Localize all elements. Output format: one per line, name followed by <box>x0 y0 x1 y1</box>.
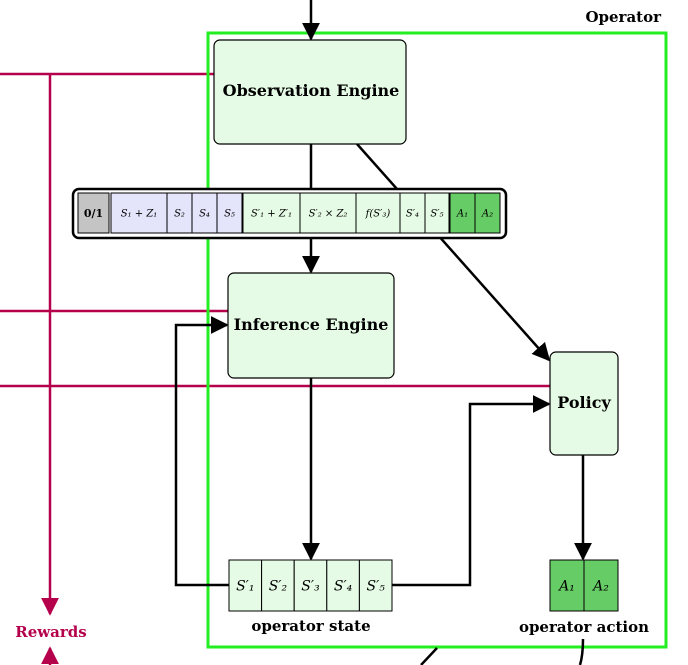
obs-cell-b3: f(S′₃) <box>355 192 401 234</box>
operator-state-label: operator state <box>251 617 370 635</box>
obs-cell-a4: S₅ <box>216 192 243 234</box>
operator-label: Operator <box>585 8 662 26</box>
state-cell-4: S′₄ <box>326 559 360 612</box>
rewards-label: Rewards <box>15 623 86 641</box>
policy-node: Policy <box>549 351 619 456</box>
obs-cell-c2-label: A₂ <box>481 209 493 220</box>
policy-label: Policy <box>557 393 611 412</box>
state-cell-5: S′₅ <box>358 559 393 612</box>
observation-vector: 0/1 S₁ + Z₁ S₂ S₄ S₅ S′₁ + Z′₁ S′₂ × Z₂ f(S′₃) S… <box>71 187 508 240</box>
operator-state: S′₁ S′₂ S′₃ S′₄ S′₅ operator state <box>228 559 393 635</box>
operator-frame <box>206 31 668 649</box>
state-cell-3: S′₃ <box>293 559 328 612</box>
obs-cell-b5: S′₅ <box>424 192 450 234</box>
obs-cell-b1-label: S′₁ + Z′₁ <box>251 209 292 220</box>
state-cell-4-label: S′₄ <box>334 579 353 595</box>
action-cell-1: A₁ <box>549 559 585 612</box>
operator-action: A₁ A₂ operator action <box>519 559 649 636</box>
obs-cell-a4-label: S₅ <box>224 209 235 220</box>
action-cell-2-label: A₂ <box>591 579 609 595</box>
obs-cell-c1-label: A₁ <box>456 209 468 220</box>
obs-cell-b5-label: S′₅ <box>430 209 443 220</box>
obs-cell-a1: S₁ + Z₁ <box>110 192 168 234</box>
state-cell-2-label: S′₂ <box>269 579 288 595</box>
obs-cell-b4-label: S′₄ <box>406 209 419 220</box>
observation-engine-label: Observation Engine <box>223 81 400 100</box>
obs-cell-a3: S₄ <box>191 192 218 234</box>
obs-cell-a3-label: S₄ <box>199 209 210 220</box>
obs-flag-cell: 0/1 <box>77 192 110 234</box>
obs-cell-a2: S₂ <box>166 192 193 234</box>
obs-cell-c2: A₂ <box>474 192 501 234</box>
state-cell-3-label: S′₃ <box>301 579 320 595</box>
inference-engine-label: Inference Engine <box>234 315 389 334</box>
obs-cell-b2: S′₂ × Z₂ <box>299 192 357 234</box>
inference-engine-node: Inference Engine <box>227 272 395 379</box>
obs-flag-cell-label: 0/1 <box>84 207 103 220</box>
state-cell-5-label: S′₅ <box>367 579 386 595</box>
obs-cell-c1: A₁ <box>449 192 476 234</box>
flow-arrows <box>174 0 592 665</box>
state-cell-2: S′₂ <box>261 559 295 612</box>
obs-cell-a2-label: S₂ <box>174 209 185 220</box>
action-cell-1-label: A₁ <box>557 579 575 595</box>
state-cell-1-label: S′₁ <box>236 579 254 595</box>
state-cell-1: S′₁ <box>228 559 263 612</box>
obs-cell-b2-label: S′₂ × Z₂ <box>309 209 348 220</box>
action-cell-2: A₂ <box>583 559 619 612</box>
obs-cell-b3-label: f(S′₃) <box>365 209 391 220</box>
obs-cell-b4: S′₄ <box>399 192 426 234</box>
reward-lines <box>0 72 550 665</box>
observation-engine-node: Observation Engine <box>213 39 407 145</box>
obs-cell-a1-label: S₁ + Z₁ <box>121 209 158 220</box>
obs-cell-b1: S′₁ + Z′₁ <box>242 192 301 234</box>
operator-action-label: operator action <box>519 618 649 636</box>
